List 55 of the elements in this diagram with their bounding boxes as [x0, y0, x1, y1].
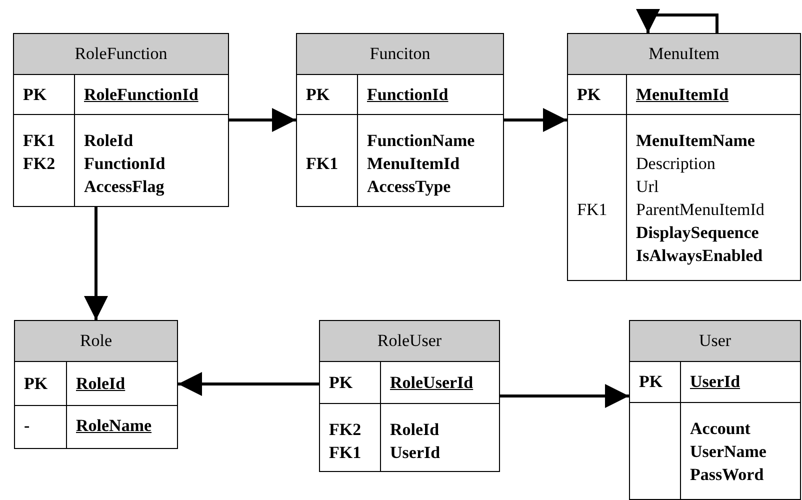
key-label: PK — [577, 84, 601, 106]
key-label: FK1 — [329, 442, 362, 464]
relationship-arrow — [504, 108, 567, 132]
field-name: RoleId — [84, 130, 134, 152]
field-name: AccessFlag — [84, 176, 164, 198]
table-title: RoleFunction — [14, 34, 228, 75]
key-label: FK2 — [23, 153, 56, 175]
entity-table — [14, 320, 178, 449]
field-name: DisplaySequence — [636, 222, 759, 244]
field-name: Url — [636, 176, 659, 198]
field-name: UserName — [690, 441, 766, 463]
field-name: Account — [690, 418, 750, 440]
key-label: FK1 — [577, 199, 608, 221]
field-name: RoleId — [390, 419, 440, 441]
field-name: UserId — [690, 371, 740, 393]
relationship-arrow — [178, 372, 319, 396]
relationship-arrow — [229, 108, 296, 132]
field-name: RoleUserId — [390, 372, 474, 394]
field-name: MenuItemId — [636, 84, 729, 106]
entity-table — [629, 320, 801, 500]
field-name: ParentMenuItemId — [636, 199, 764, 221]
field-name: FunctionId — [84, 153, 166, 175]
key-label: PK — [639, 371, 663, 393]
relationship-arrow — [636, 9, 718, 33]
relationship-arrow — [84, 207, 108, 320]
relationship-arrow — [500, 384, 629, 408]
table-title: RoleUser — [320, 321, 499, 362]
field-name: RoleId — [76, 372, 126, 394]
entity-table — [567, 33, 801, 281]
table-title: Funciton — [297, 34, 503, 75]
field-name: IsAlwaysEnabled — [636, 245, 763, 267]
entity-table — [319, 320, 500, 472]
field-name: Description — [636, 153, 716, 175]
field-name: PassWord — [690, 464, 764, 486]
entity-table — [296, 33, 504, 207]
field-name: RoleName — [76, 415, 152, 437]
field-name: FunctionName — [367, 130, 475, 152]
key-label: FK1 — [306, 153, 338, 175]
field-name: RoleFunctionId — [84, 84, 198, 106]
table-title: User — [630, 321, 800, 362]
field-name: MenuItemName — [636, 130, 755, 152]
key-label: FK2 — [329, 419, 362, 441]
key-label: PK — [24, 372, 48, 394]
key-label: - — [24, 415, 30, 437]
field-name: MenuItemId — [367, 153, 460, 175]
table-title: Role — [15, 321, 177, 362]
key-label: PK — [306, 84, 330, 106]
field-name: AccessType — [367, 176, 451, 198]
table-title: MenuItem — [568, 34, 800, 75]
field-name: UserId — [390, 442, 440, 464]
key-label: FK1 — [23, 130, 56, 152]
field-name: FunctionId — [367, 84, 448, 106]
key-label: PK — [329, 372, 353, 394]
entity-table — [13, 33, 229, 207]
key-label: PK — [23, 84, 47, 106]
